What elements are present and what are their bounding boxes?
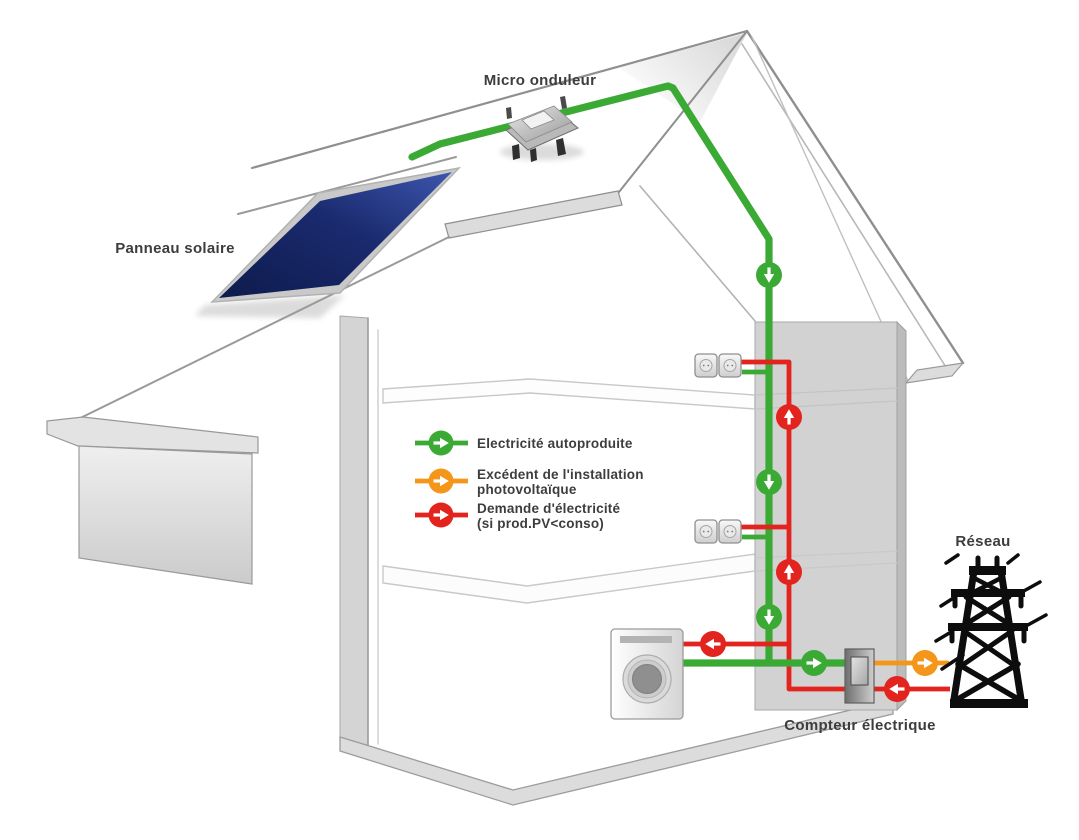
left-wall-block <box>78 445 253 585</box>
roof-right-inner-edge <box>741 43 950 373</box>
corner-post <box>339 315 369 753</box>
micro-inverter-antenna-right <box>560 96 567 109</box>
label-meter: Compteur électrique <box>784 717 936 734</box>
electric-meter <box>844 648 875 704</box>
flow-arrow-red-from-grid <box>884 676 910 702</box>
flow-arrow-orange-to-grid <box>912 650 938 676</box>
washing-machine <box>610 628 684 720</box>
legend-item-pv-excess: Excédent de l'installation photovoltaïqu… <box>415 467 644 497</box>
legend-item-demand: Demande d'électricité (si prod.PV<conso) <box>415 501 621 531</box>
legend-item-autoproduced: Electricité autoproduite <box>415 430 633 456</box>
pylon-wires <box>934 553 1048 671</box>
roof-slab-cut-edge <box>444 190 623 239</box>
service-wall-front <box>754 321 898 711</box>
washing-machine-control-panel <box>620 636 672 643</box>
roof-left-eave-edge <box>59 236 450 429</box>
flow-arrow-green-down-1 <box>756 469 782 495</box>
label-grid: Réseau <box>955 533 1010 550</box>
service-wall-side <box>896 320 907 712</box>
left-fascia <box>46 416 259 454</box>
micro-inverter <box>500 96 584 162</box>
wire-green-main <box>408 82 773 667</box>
flow-arrow-green-down-roof <box>756 262 782 288</box>
flow-arrow-green-down-2 <box>756 604 782 630</box>
washing-machine-drum <box>632 664 662 694</box>
flow-arrow-red-up-2 <box>776 559 802 585</box>
flow-arrow-green-to-meter <box>801 650 827 676</box>
legend-text-demand-1: Demande d'électricité <box>477 501 621 516</box>
roof-right-soffit <box>904 362 965 384</box>
outlet-pair-lower <box>694 519 742 544</box>
power-pylon-icon <box>934 553 1048 708</box>
legend-text-pv-excess-2: photovoltaïque <box>477 482 577 497</box>
micro-inverter-foot-right <box>556 138 566 156</box>
solar-panel <box>195 166 462 318</box>
roof-front-slab-top-edge <box>237 156 457 215</box>
micro-inverter-label-plate <box>521 110 555 130</box>
legend-text-demand-2: (si prod.PV<conso) <box>477 516 604 531</box>
gable-left-edge <box>618 30 748 193</box>
legend-text-autoproduced: Electricité autoproduite <box>477 436 633 451</box>
flow-arrow-red-up-1 <box>776 404 802 430</box>
roof-apex-shading <box>618 33 747 122</box>
label-solar-panel: Panneau solaire <box>115 240 235 257</box>
micro-inverter-foot-left <box>512 144 520 160</box>
micro-inverter-foot-mid <box>530 148 537 162</box>
attic-interior-edge <box>639 185 756 322</box>
outlet-pair-upper <box>694 353 742 378</box>
ground-floor-strip <box>339 699 894 806</box>
solar-panel-shadow <box>195 295 345 318</box>
upper-floor-slab <box>382 378 756 410</box>
mid-floor-slab <box>382 553 756 604</box>
slab-line-over-wall-1 <box>754 387 898 410</box>
micro-inverter-antenna-left <box>506 107 512 119</box>
roof-back-ridge-edge <box>250 29 749 170</box>
roof-right-outer-edge <box>745 29 965 365</box>
legend-text-pv-excess-1: Excédent de l'installation <box>477 467 644 482</box>
flow-arrow-red-to-machine <box>700 631 726 657</box>
electric-meter-display <box>850 656 869 686</box>
legend: Electricité autoproduite Excédent de l'i… <box>415 430 644 531</box>
solar-panel-cells <box>219 172 452 298</box>
flow-arrows <box>700 262 938 702</box>
label-micro-inverter: Micro onduleur <box>484 72 597 89</box>
wall-outlets <box>694 353 742 544</box>
